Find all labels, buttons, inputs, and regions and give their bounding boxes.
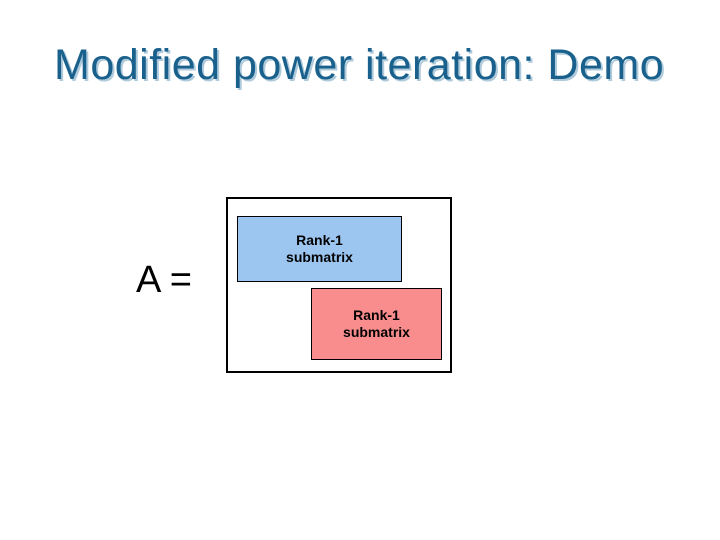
rank1-submatrix-top-box: Rank-1 submatrix <box>237 216 402 282</box>
rank1-submatrix-bottom-label: Rank-1 submatrix <box>343 307 410 340</box>
rank1-submatrix-bottom-box: Rank-1 submatrix <box>311 288 442 360</box>
rank1-submatrix-top-label: Rank-1 submatrix <box>286 232 353 265</box>
slide-title: Modified power iteration: Demo <box>54 41 665 89</box>
matrix-outer-box: Rank-1 submatrix Rank-1 submatrix <box>226 197 452 373</box>
matrix-equation-label: A = <box>136 259 192 301</box>
